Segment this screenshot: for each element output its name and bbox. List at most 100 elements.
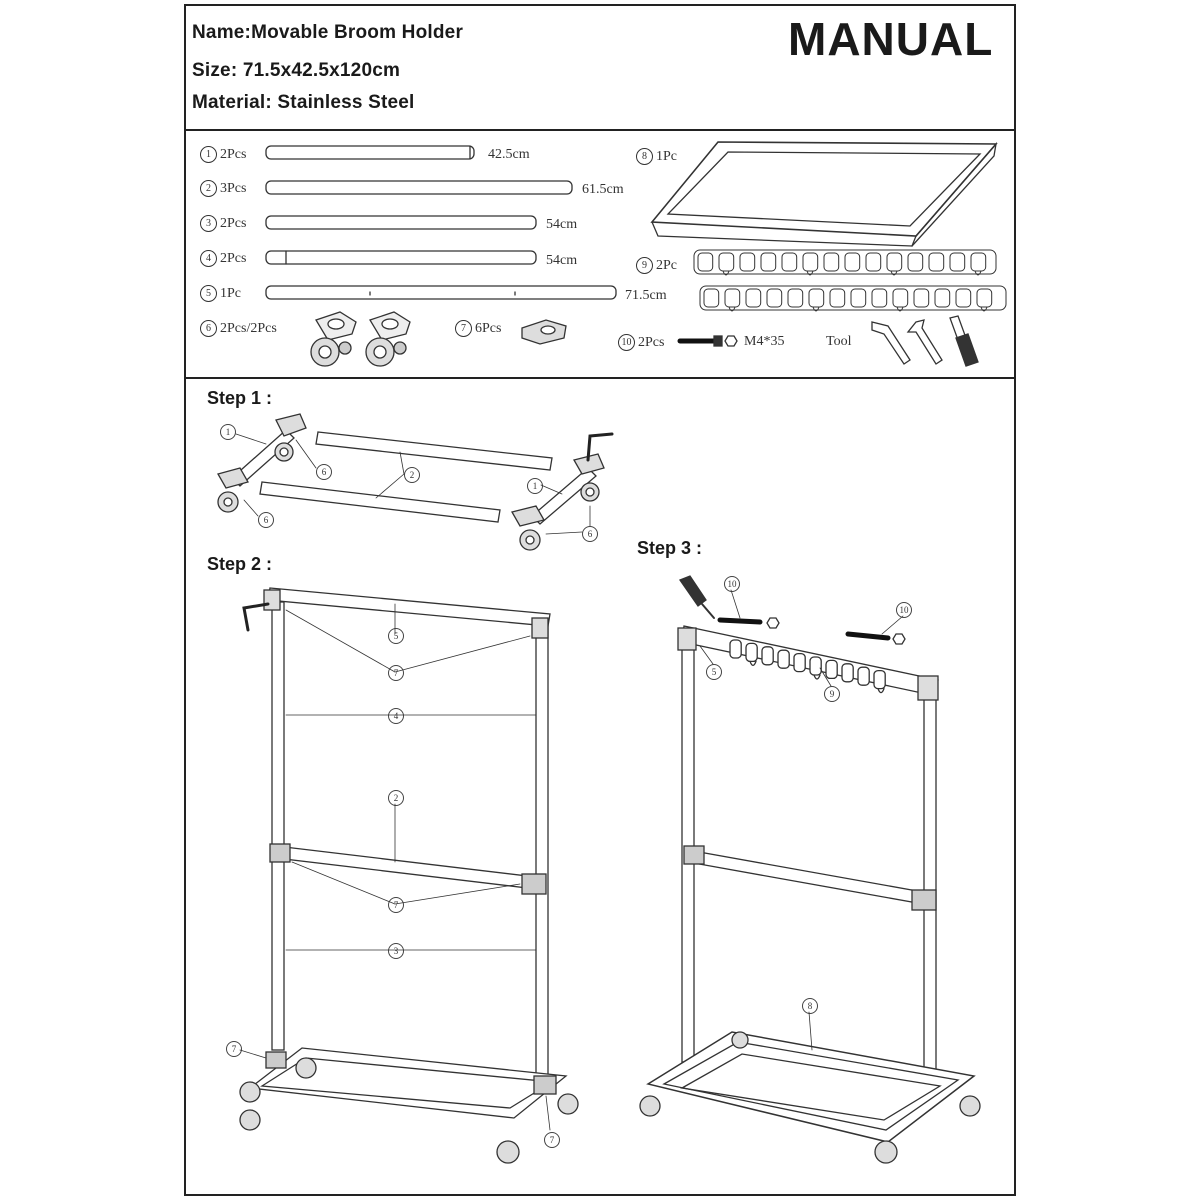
part-1-tube (265, 145, 475, 160)
hook-tab (812, 306, 820, 312)
hook-clip (777, 649, 790, 669)
step2-callout-7c: 7 (226, 1041, 242, 1057)
hook-clip (745, 288, 762, 308)
step2-callout-7d: 7 (544, 1132, 560, 1148)
hook-tab (813, 674, 821, 680)
step2-callout-4: 4 (388, 708, 404, 724)
allen-key-icon (871, 321, 911, 365)
part-1-length: 42.5cm (488, 147, 530, 162)
step2-callout-2: 2 (388, 790, 404, 806)
step1-callout-1: 1 (220, 424, 236, 440)
hook-clip (793, 652, 806, 673)
part-4-tube (265, 250, 537, 265)
part-5-length: 71.5cm (625, 288, 667, 303)
step-1-label: Step 1 : (207, 388, 273, 408)
step2-callout-7b: 7 (388, 897, 404, 913)
hook-clip (976, 288, 993, 308)
step-2-label: Step 2 : (207, 554, 273, 574)
step1-callout-6b: 6 (258, 512, 274, 528)
hook-clip (802, 252, 819, 272)
hook-clip (892, 288, 909, 308)
step1-callout-2: 2 (404, 467, 420, 483)
hook-tab (877, 687, 885, 694)
hook-clip (697, 252, 714, 272)
hook-tab (806, 270, 814, 276)
parts-divider (184, 377, 1016, 379)
part-4-length: 54cm (546, 253, 578, 268)
hook-clip (703, 288, 720, 308)
hook-clip (718, 252, 735, 272)
hook-clip (841, 663, 854, 683)
hook-clip (913, 288, 930, 308)
step3-callout-10b: 10 (896, 602, 912, 618)
hook-clip (823, 252, 840, 272)
hook-clip (873, 669, 886, 690)
hook-clip (825, 659, 838, 680)
hook-clip (844, 252, 861, 272)
product-size: Size: 71.5x42.5x120cm (192, 60, 401, 81)
hook-clip (724, 288, 741, 308)
hook-clip (745, 642, 758, 663)
hook-clip (808, 288, 825, 308)
part-3-tube (265, 215, 537, 230)
hook-clip (865, 252, 882, 272)
step3-callout-8: 8 (802, 998, 818, 1014)
hook-clip (760, 252, 777, 272)
step1-callout-6c: 6 (582, 526, 598, 542)
screwdriver-icon (949, 315, 979, 367)
hook-clip (949, 252, 966, 272)
step1-callout-6: 6 (316, 464, 332, 480)
part-2-tube (265, 180, 573, 195)
step3-diagram (639, 575, 981, 1164)
hook-clip (781, 252, 798, 272)
hook-tab (728, 306, 736, 312)
part-5-tube (265, 285, 617, 300)
step1-diagram (217, 413, 614, 551)
hook-tab (980, 306, 988, 312)
hook-tab (896, 306, 904, 312)
hook-clip (729, 639, 742, 659)
step2-callout-5: 5 (388, 628, 404, 644)
hook-strip-icon (693, 249, 1007, 312)
tray-icon (650, 141, 998, 247)
hook-clip (739, 252, 756, 272)
connector-icon (521, 319, 567, 345)
tool-label: Tool (826, 334, 852, 349)
part-3-length: 54cm (546, 217, 578, 232)
hook-tab (974, 270, 982, 276)
screw-icon (677, 335, 738, 347)
hook-clip (907, 252, 924, 272)
caster-wheel-icon (365, 311, 411, 367)
hook-clip (809, 656, 822, 676)
step2-callout-3: 3 (388, 943, 404, 959)
hook-clip (766, 288, 783, 308)
hook-tab (890, 270, 898, 276)
hook-tab (749, 660, 757, 667)
hook-clip (761, 646, 774, 666)
product-name: Name:Movable Broom Holder (192, 22, 464, 43)
manual-title: MANUAL (788, 13, 994, 65)
hook-clip (850, 288, 867, 308)
step3-callout-5: 5 (706, 664, 722, 680)
hook-clip (928, 252, 945, 272)
wrench-icon (906, 319, 943, 365)
header-divider (184, 129, 1016, 131)
hook-clip (886, 252, 903, 272)
part-10-screw-size: M4*35 (744, 334, 785, 349)
hook-clip (857, 666, 870, 686)
step-3-label: Step 3 : (637, 538, 703, 558)
manual-sheet (184, 4, 1016, 1196)
hook-clip (787, 288, 804, 308)
hook-clip (871, 288, 888, 308)
step2-diagram (239, 587, 579, 1164)
step3-callout-9: 9 (824, 686, 840, 702)
step3-callout-10: 10 (724, 576, 740, 592)
